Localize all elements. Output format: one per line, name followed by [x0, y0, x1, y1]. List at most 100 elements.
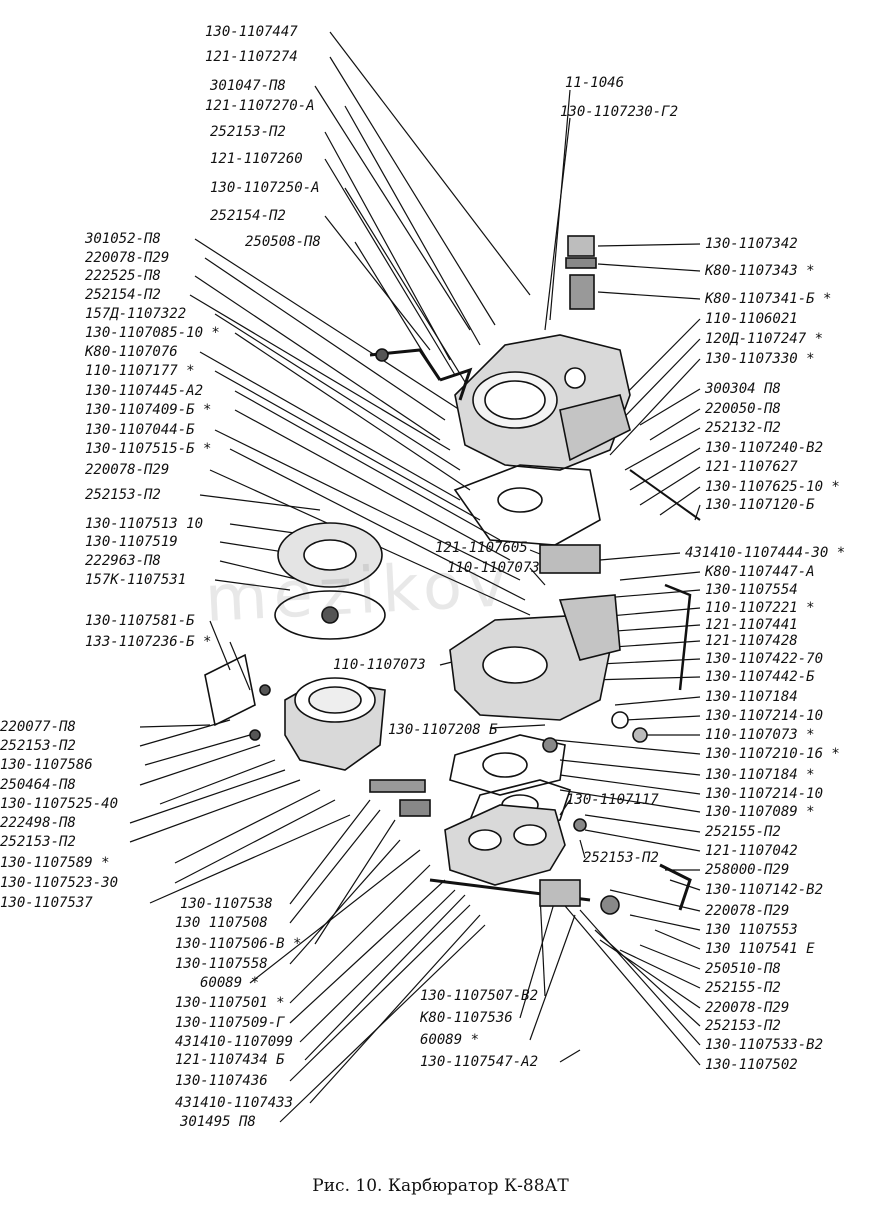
leader-line — [289, 799, 371, 905]
leader-line — [214, 429, 521, 581]
figure-caption: Рис. 10. Карбюратор К-88АТ — [312, 1176, 569, 1196]
leader-line — [139, 744, 261, 786]
part-label: 130-1107558 — [175, 956, 268, 972]
leader-line — [609, 358, 701, 456]
cover-gasket — [453, 464, 601, 546]
leader-line — [619, 949, 701, 989]
diaphragm-center — [321, 606, 339, 624]
leader-line — [544, 117, 571, 331]
leader-line — [194, 275, 441, 441]
leader-line — [529, 567, 546, 586]
leader-line — [209, 620, 231, 671]
leader-line — [189, 294, 451, 451]
part-label: 130-1107422-70 — [705, 651, 824, 667]
leader-line — [329, 56, 496, 326]
leader-line — [234, 390, 501, 541]
part-label: 301047-П8 — [210, 78, 286, 94]
leader-line — [329, 31, 531, 296]
part-label: 222525-П8 — [85, 268, 161, 284]
body-float-chamber — [558, 594, 621, 661]
part-label: 121-1107270-А — [205, 98, 315, 114]
leader-line — [199, 351, 461, 501]
part-label: 130 1107541 Е — [705, 941, 815, 957]
leader-line — [519, 899, 556, 1019]
part-label: 110-1107221 * — [705, 600, 815, 616]
leader-line — [597, 291, 701, 300]
part-label: 130-1107537 — [0, 895, 93, 911]
part-label: 130-1107509-Г — [175, 1015, 285, 1031]
part-label: 130-1107547-А2 — [420, 1054, 539, 1070]
leader-line — [489, 724, 546, 729]
part-label: 301495 П8 — [180, 1114, 256, 1130]
part-label: 130-1107447 — [205, 24, 298, 40]
washer-1 — [611, 711, 629, 729]
part-label: 130-1107120-Б — [705, 497, 815, 513]
part-label: 130-1107519 — [85, 534, 178, 550]
leader-line — [559, 774, 701, 795]
screw-small-1 — [249, 729, 261, 741]
air-damper-lever — [439, 367, 473, 401]
part-label: 130-1107214-10 — [705, 786, 824, 802]
leader-line — [314, 85, 471, 331]
part-label: 130-1107089 * — [705, 804, 815, 820]
part-label: 431410-1107444-30 * — [685, 545, 846, 561]
part-label: К80-1107447-А — [705, 564, 815, 580]
leader-line — [584, 829, 701, 852]
air-inlet-inner — [484, 380, 546, 420]
diaphragm-cover-center — [303, 539, 357, 571]
part-label: 130-1107513 10 — [85, 516, 204, 532]
part-label: 130-1107184 * — [705, 767, 815, 783]
part-label: 130-1107208 Б — [388, 722, 498, 738]
leader-line — [299, 889, 456, 1043]
part-label: 130-1107342 — [705, 236, 798, 252]
part-label: К80-1107343 * — [705, 263, 815, 279]
part-label: 130-1107506-В * — [175, 936, 302, 952]
leader-line — [194, 238, 461, 411]
leader-line — [639, 944, 701, 970]
part-label: 252153-П2 — [0, 834, 76, 850]
part-label: 120Д-1107247 * — [705, 331, 824, 347]
part-label: 130-1107409-Б * — [85, 402, 212, 418]
leader-line — [214, 370, 481, 521]
jet-1 — [542, 737, 558, 753]
part-label: 130-1107625-10 * — [705, 479, 840, 495]
leader-line — [249, 849, 421, 984]
leader-line — [554, 739, 701, 755]
part-label: 252153-П2 — [85, 487, 161, 503]
leader-line — [639, 388, 701, 426]
part-label: 252153-П2 — [210, 124, 286, 140]
leader-line — [159, 759, 276, 805]
leader-line — [624, 715, 701, 721]
part-label: 300304 П8 — [705, 381, 781, 397]
part-label: 130-1107142-В2 — [705, 882, 824, 898]
jet-2 — [573, 818, 587, 832]
part-label: 250510-П8 — [705, 961, 781, 977]
part-label: 431410-1107433 — [175, 1095, 294, 1111]
leader-line — [619, 571, 701, 581]
part-label: 130-1107586 — [0, 757, 93, 773]
part-label: 121-1107042 — [705, 843, 798, 859]
part-label: 258000-П29 — [705, 862, 790, 878]
part-label: 110-1107177 * — [85, 363, 195, 379]
part-label: 121-1107605 — [435, 540, 528, 556]
leader-line — [579, 839, 586, 859]
part-label: 220078-П29 — [85, 462, 170, 478]
part-label: 121-1107441 — [705, 617, 798, 633]
leader-line — [314, 819, 396, 945]
part-label: 130-1107523-30 — [0, 875, 119, 891]
part-label: 157К-1107531 — [85, 572, 187, 588]
throttle-bore-2 — [513, 824, 547, 846]
pump-lever-pivot — [375, 348, 389, 362]
part-label: 250508-П8 — [245, 234, 321, 250]
part-label: 222963-П8 — [85, 553, 161, 569]
leader-line — [324, 131, 451, 361]
leader-line — [654, 929, 701, 950]
leader-lines — [129, 31, 701, 1123]
part-label: 250464-П8 — [0, 777, 76, 793]
plug — [567, 235, 595, 257]
part-label: 121-1107434 Б — [175, 1052, 285, 1068]
cover-flange-hole — [564, 367, 586, 389]
leader-line — [559, 759, 701, 776]
